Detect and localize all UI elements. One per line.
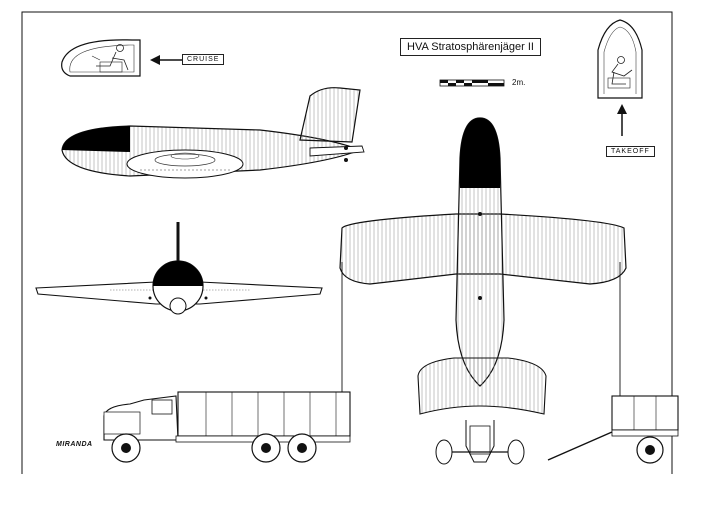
artist-signature: MIRANDA [56,441,93,448]
tow-trailer [547,395,679,464]
cruise-label: CRUISE [182,54,225,65]
scale-label: 2m. [512,78,526,87]
side-view-aircraft [61,87,365,179]
takeoff-label: TAKEOFF [606,146,655,157]
ground-dolly [435,439,525,465]
scale-bar [439,79,505,87]
page-frame [21,11,673,474]
drawing-title: HVA Stratosphärenjäger II [400,38,541,56]
cruise-cockpit-view [61,39,141,77]
tow-truck [103,391,351,463]
top-view-aircraft [339,117,627,463]
front-view-aircraft [35,222,323,315]
takeoff-cockpit-view [597,19,643,99]
takeoff-arrow [617,104,627,136]
cruise-arrow [150,55,182,65]
